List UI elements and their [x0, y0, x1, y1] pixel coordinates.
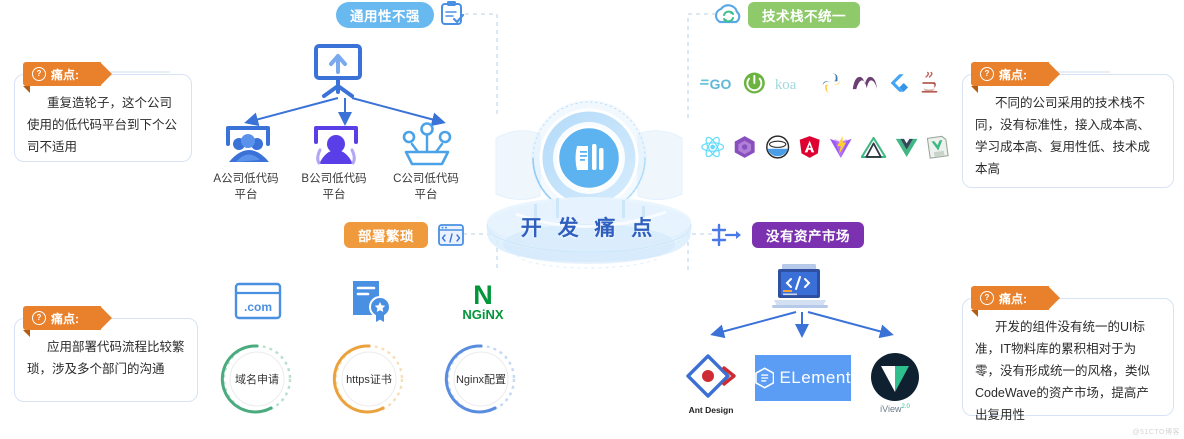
vue-logo: [895, 138, 918, 157]
tag-fold: [23, 86, 30, 93]
springboot-logo: [743, 72, 765, 94]
badge-generality-label: 通用性不强: [350, 9, 420, 24]
pain-card-assets: ? 痛点: 开发的组件没有统一的UI标准，IT物料库的累积相对于为零，没有形成统…: [962, 286, 1174, 422]
pain-text-deployment: 应用部署代码流程比较繁琐，涉及多个部门的沟通: [27, 340, 185, 376]
tag-fold: [971, 86, 978, 93]
deploy-step-nginx-label: Nginx配置: [455, 374, 507, 386]
badge-techstack-label: 技术栈不统一: [762, 9, 846, 24]
pain-text-assets: 开发的组件没有统一的UI标准，IT物料库的累积相对于为零，没有形成统一的风格，类…: [975, 320, 1151, 422]
question-mark-icon: ?: [980, 291, 994, 305]
code-window-icon: [438, 224, 464, 246]
badge-assets-label: 没有资产市场: [766, 229, 850, 244]
domain-com-icon: .com: [234, 282, 282, 320]
users-group-icon: [226, 126, 270, 162]
branch-arrows-assets: [710, 311, 894, 339]
deploy-step-domain-label: 域名申请: [235, 374, 279, 386]
svg-text:GO: GO: [710, 76, 732, 92]
share-arrow-icon: [711, 223, 741, 247]
flutter-logo: [890, 74, 909, 92]
center-hub: 开 发 痛 点: [476, 86, 702, 286]
svg-text:N: N: [473, 280, 493, 310]
electron-logo: [765, 135, 789, 159]
svg-text:NGiNX: NGiNX: [462, 307, 504, 322]
question-mark-icon: ?: [980, 67, 994, 81]
go-logo: GO: [700, 76, 732, 92]
badge-deployment[interactable]: 部署繁琐: [344, 222, 428, 248]
branch-arrows-generality: [244, 97, 446, 127]
center-title: 开 发 痛 点: [520, 217, 658, 240]
ant-design-logo: [686, 354, 736, 398]
watermark: @51CTO博客: [1132, 429, 1180, 436]
koa-logo: koa: [774, 77, 796, 93]
dotnet-logo: [852, 76, 877, 90]
java-logo: [921, 71, 938, 93]
element-ui-label: ELement: [779, 368, 851, 387]
iview-caption: iView2.0: [880, 404, 910, 414]
deploy-step-https: https证书: [330, 340, 408, 418]
react-logo: [701, 136, 725, 158]
laptop-code-icon: [772, 264, 828, 308]
hub-chart-icon: [575, 144, 604, 170]
webpack-logo: [735, 136, 755, 158]
pain-tag-techstack: ? 痛点:: [971, 62, 1060, 86]
node-label-company-b: B公司低代码 平台: [301, 173, 367, 201]
node-label-company-a: A公司低代码 平台: [213, 173, 279, 201]
user-person-icon: [314, 126, 358, 165]
team-meeting-icon: [402, 122, 452, 166]
deploy-step-https-label: https证书: [346, 374, 392, 386]
pain-card-deployment: ? 痛点: 应用部署代码流程比较繁琐，涉及多个部门的沟通: [14, 306, 198, 402]
tag-fold: [23, 330, 30, 337]
deploy-step-domain: 域名申请: [218, 340, 296, 418]
badge-deployment-label: 部署繁琐: [358, 229, 414, 244]
nuxt-logo: [860, 136, 887, 158]
clipboard-check-icon: [441, 1, 465, 25]
frontend-logo-row: [700, 130, 950, 164]
pain-tag-deployment: ? 痛点:: [23, 306, 112, 330]
angular-logo: [799, 136, 820, 158]
deploy-step-nginx: Nginx配置: [442, 340, 520, 418]
question-mark-icon: ?: [32, 67, 46, 81]
vite-logo: [830, 136, 853, 158]
python-logo: [822, 73, 841, 93]
pain-tag-assets: ? 痛点:: [971, 286, 1060, 310]
ant-design-caption: Ant Design: [688, 405, 734, 415]
badge-generality[interactable]: 通用性不强: [336, 2, 434, 28]
badge-assets[interactable]: 没有资产市场: [752, 222, 864, 248]
certificate-icon: [353, 281, 391, 322]
cloud-sync-icon: [714, 4, 741, 24]
node-label-company-c: C公司低代码 平台: [393, 173, 459, 201]
nginx-logo: N NGiNX: [462, 280, 504, 322]
pain-card-generality: ? 痛点: 重复造轮子，这个公司使用的低代码平台到下个公司不适用: [14, 62, 192, 162]
pain-tag-generality: ? 痛点:: [23, 62, 112, 86]
pain-text-generality: 重复造轮子，这个公司使用的低代码平台到下个公司不适用: [27, 96, 178, 154]
vuex-logo: [927, 135, 950, 159]
presentation-upload-icon: [314, 44, 362, 98]
svg-text:.com: .com: [244, 300, 272, 314]
question-mark-icon: ?: [32, 311, 46, 325]
pain-card-techstack: ? 痛点: 不同的公司采用的技术栈不同，没有标准性，接入成本高、学习成本高、复用…: [962, 62, 1174, 188]
backend-logo-row: GO koa: [700, 66, 940, 100]
pain-text-techstack: 不同的公司采用的技术栈不同，没有标准性，接入成本高、学习成本高、复用性低、技术成…: [975, 96, 1151, 176]
iview-logo: [871, 353, 919, 401]
svg-text:koa: koa: [774, 77, 796, 93]
tag-fold: [971, 310, 978, 317]
badge-techstack[interactable]: 技术栈不统一: [748, 2, 860, 28]
element-ui-logo: ELement: [755, 355, 851, 401]
